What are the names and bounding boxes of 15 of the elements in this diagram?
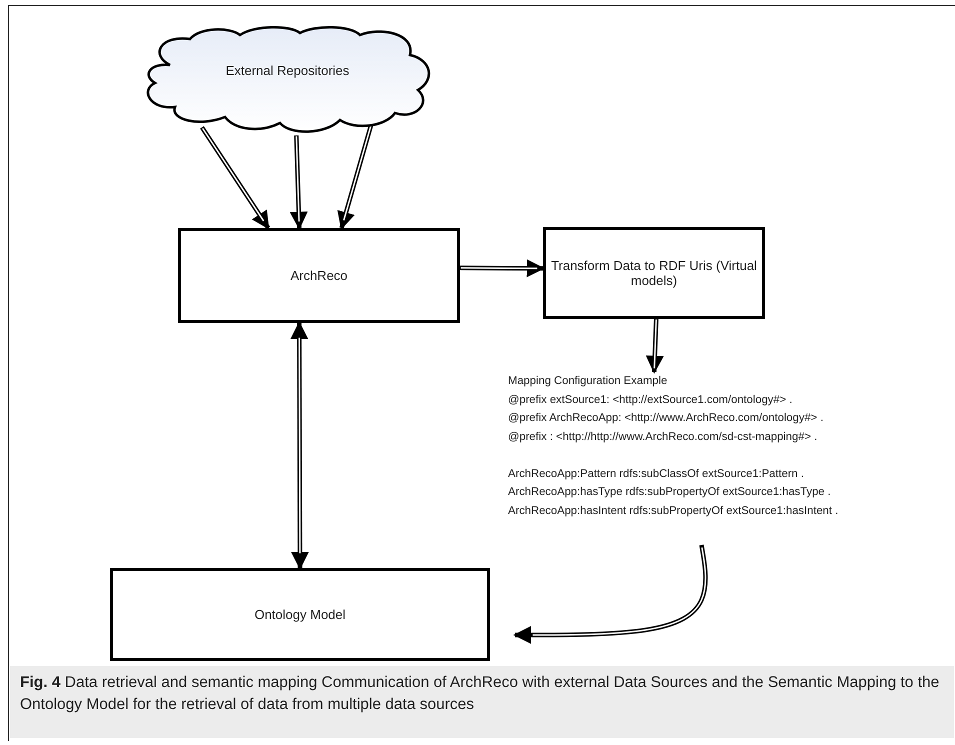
process-box	[178, 228, 460, 323]
code-line: @prefix extSource1: <http://extSource1.com/ontology#> .	[508, 392, 794, 408]
node-label: ArchReco	[290, 268, 348, 283]
process-box	[543, 227, 765, 319]
process-box	[110, 568, 490, 661]
code-line: ArchRecoApp:Pattern rdfs:subClassOf extSource1:Pattern .	[508, 466, 805, 482]
code-line: ArchRecoApp:hasType rdfs:subPropertyOf extSource1:hasType .	[508, 485, 832, 500]
code-line: ArchRecoApp:hasIntent rdfs:subPropertyOf extSource1:hasIntent .	[508, 504, 840, 518]
code-line: @prefix ArchRecoApp: <http://www.ArchReco.com/ontology#> .	[508, 411, 824, 426]
code-line: @prefix : <http://http://www.ArchReco.com/sd-cst-mapping#> .	[508, 430, 818, 444]
node-label: External Repositories	[226, 63, 350, 78]
node-label: Transform Data to RDF Uris (Virtual models)	[550, 258, 758, 288]
heading-text: Mapping Configuration Example	[508, 374, 668, 389]
figure-caption: Fig. 4 Data retrieval and semantic mapping Communication of ArchReco with external Data Sources and the Semantic Mapping to the Ontology Model for the retrieval of data from multiple data sources	[10, 666, 954, 738]
node-label: Ontology Model	[254, 607, 346, 622]
